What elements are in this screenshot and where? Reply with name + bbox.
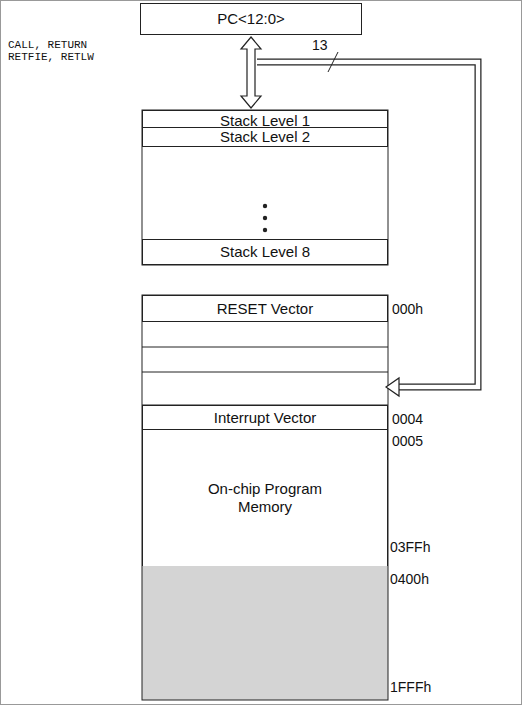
memory-row-line	[142, 347, 388, 348]
vector-row: RESET Vector	[142, 295, 388, 322]
bus-width-slash	[328, 52, 338, 72]
memory-frame	[142, 295, 388, 700]
stack-level: Stack Level 2	[142, 127, 388, 147]
address: 1FFFh	[390, 680, 431, 695]
stack-frame	[142, 110, 388, 265]
vector-row: Interrupt Vector	[142, 405, 388, 430]
stack-dot	[263, 216, 267, 220]
stack-level: Stack Level 8	[142, 239, 388, 265]
box-text: On-chip Program Memory	[195, 480, 335, 516]
bus-width: 13	[312, 38, 328, 53]
address: 03FFh	[390, 540, 430, 555]
stack-dot	[263, 204, 267, 208]
register-box: PC<12:0>	[140, 3, 362, 35]
box-text: RESET Vector	[217, 300, 313, 318]
memory-region: On-chip Program Memory	[142, 429, 388, 566]
instruction-list: CALL, RETURN	[8, 39, 87, 51]
address: 0004	[392, 412, 423, 427]
bus-arrowhead	[386, 378, 399, 396]
box-text: Stack Level 8	[220, 243, 310, 261]
address: 0005	[392, 434, 423, 449]
box-text: PC<12:0>	[217, 10, 285, 28]
stack-dot	[263, 228, 267, 232]
address: 000h	[392, 302, 423, 317]
memory-row-line	[142, 372, 388, 373]
hollow-arrow	[241, 37, 261, 108]
instruction-list: RETFIE, RETLW	[8, 51, 94, 63]
box-text: Interrupt Vector	[214, 409, 317, 427]
box-text: Stack Level 2	[220, 128, 310, 146]
unimplemented-area	[142, 565, 388, 700]
address: 0400h	[390, 572, 429, 587]
